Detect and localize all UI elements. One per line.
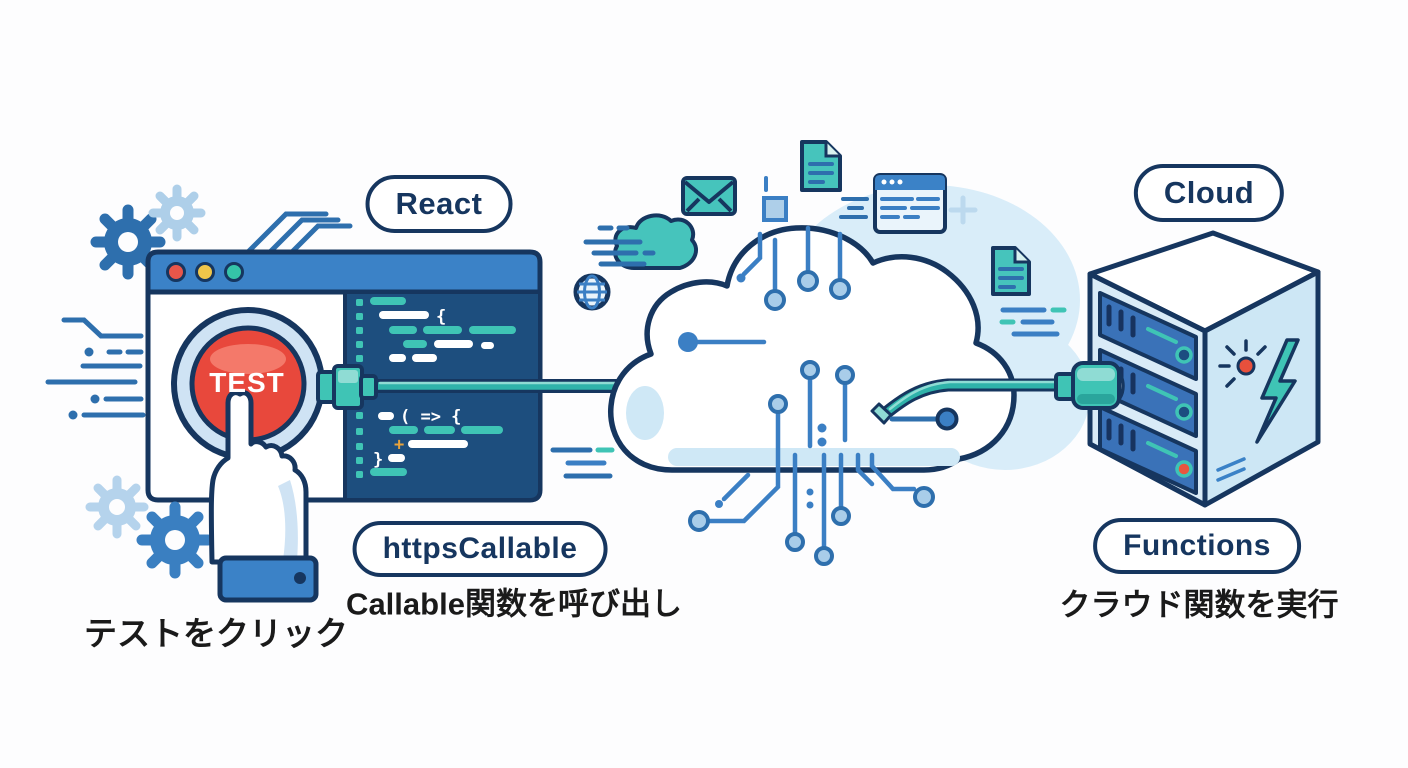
hand-cursor-icon bbox=[208, 390, 319, 603]
globe-icon bbox=[573, 273, 611, 311]
window-control-dot-green[interactable] bbox=[224, 262, 244, 282]
code-glyph: + bbox=[394, 435, 404, 455]
test-button-label: TEST bbox=[209, 367, 285, 398]
test-button[interactable] bbox=[171, 307, 325, 461]
usb-plug-icon bbox=[316, 364, 378, 410]
document-icon bbox=[800, 140, 842, 192]
envelope-icon bbox=[681, 176, 737, 216]
square-icon bbox=[762, 176, 788, 222]
circuit-dots bbox=[678, 273, 827, 509]
plus-icon bbox=[948, 195, 978, 225]
mini-browser-icon bbox=[839, 173, 947, 234]
circuit-traces bbox=[695, 225, 917, 550]
circuit-trace-icon bbox=[45, 317, 146, 418]
label-functions: Functions bbox=[1093, 518, 1301, 574]
gear-icon bbox=[85, 475, 149, 539]
sleeve-cuff bbox=[217, 555, 319, 603]
label-cloud: Cloud bbox=[1133, 164, 1285, 222]
gear-icon bbox=[148, 184, 206, 242]
circuit-trace-dots bbox=[68, 347, 100, 420]
usb-plug-icon bbox=[1054, 361, 1125, 410]
speed-cloud-icon bbox=[583, 213, 698, 270]
code-glyph: { bbox=[436, 307, 446, 327]
cloud-shape bbox=[608, 225, 1017, 473]
caption-run-cloud-function: クラウド関数を実行 bbox=[1059, 587, 1339, 623]
speed-lines bbox=[550, 447, 615, 479]
window-control-dot-yellow[interactable] bbox=[195, 262, 215, 282]
code-lines: { ( => { + } bbox=[370, 297, 516, 476]
caption-click-test: テストをクリック bbox=[84, 615, 348, 652]
code-gutter bbox=[356, 299, 363, 478]
code-glyph: ( => { bbox=[400, 407, 461, 427]
speed-lines bbox=[999, 307, 1067, 337]
gear-icon bbox=[136, 501, 214, 579]
cable bbox=[870, 378, 1069, 431]
code-glyph: } bbox=[373, 450, 383, 470]
speed-lines bbox=[1216, 457, 1246, 482]
caption-call-callable: Callable関数を呼び出し bbox=[346, 586, 682, 622]
label-https-callable: httpsCallable bbox=[352, 521, 608, 577]
label-react: React bbox=[365, 175, 513, 233]
circuit-node-icon bbox=[688, 270, 935, 566]
rack-unit-icon bbox=[1098, 405, 1198, 495]
lightning-icon bbox=[1255, 338, 1300, 444]
server-icon bbox=[1087, 230, 1321, 508]
window-control-dot-red[interactable] bbox=[166, 262, 186, 282]
spark-icon bbox=[1218, 339, 1267, 388]
circuit-node-icon bbox=[935, 407, 959, 431]
gear-icon bbox=[90, 204, 166, 280]
code-panel: { ( => { + } bbox=[343, 290, 542, 502]
rack-unit-icon bbox=[1098, 291, 1198, 381]
document-icon bbox=[991, 246, 1031, 296]
